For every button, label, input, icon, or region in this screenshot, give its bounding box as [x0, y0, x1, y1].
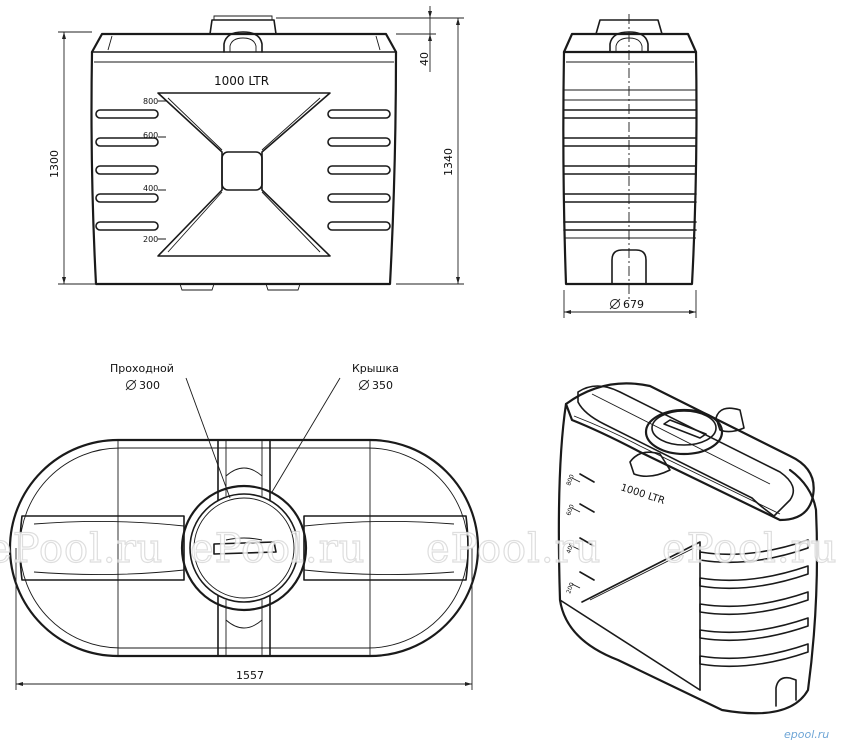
- dim-40: 40: [396, 6, 436, 72]
- iso-capacity-label: 1000 LTR: [619, 482, 666, 507]
- passage-label: Проходной: [110, 362, 174, 375]
- front-scale-600: 600: [143, 131, 158, 140]
- iso-scale-200: 200: [565, 581, 576, 594]
- watermark-3: ePool.ru: [426, 526, 602, 572]
- dim-lid-label: 40: [418, 52, 431, 66]
- lid-diameter-label: 350: [372, 379, 393, 392]
- dim-height-total-label: 1340: [442, 148, 455, 176]
- front-scale-800: 800: [143, 97, 158, 106]
- side-ribs: [563, 89, 697, 239]
- dim-height-label: 1300: [48, 150, 61, 178]
- front-view: 800 600 400 200 1000 LTR 1300 1340 40: [48, 6, 464, 291]
- watermarks: ePool.ru ePool.ru ePool.ru ePool.ru: [0, 525, 838, 572]
- dim-1557: 1557: [15, 548, 473, 690]
- passage-diameter-label: 300: [139, 379, 160, 392]
- watermark-2: ePool.ru: [190, 526, 366, 572]
- iso-view: 800 600 400 200 1000 LTR: [557, 382, 819, 715]
- dim-1340: 1340: [276, 17, 464, 285]
- iso-scale-800: 800: [565, 473, 576, 486]
- dim-1300: 1300: [48, 31, 96, 285]
- site-brand: epool.ru: [784, 728, 829, 741]
- iso-right-ribs: [699, 539, 809, 668]
- side-diameter-label: 679: [623, 298, 644, 311]
- iso-scale-400: 400: [565, 541, 576, 554]
- front-left-ribs: [95, 109, 159, 231]
- watermark-4: ePool.ru: [662, 526, 838, 572]
- front-scale-400: 400: [143, 184, 158, 193]
- dim-679: 679: [563, 290, 697, 318]
- watermark-1: ePool.ru: [0, 526, 164, 572]
- top-view: Проходной 300 Крышка 350 1557: [8, 362, 480, 690]
- front-capacity-label: 1000 LTR: [214, 74, 269, 88]
- iso-scale-600: 600: [565, 503, 576, 516]
- top-length-label: 1557: [236, 669, 264, 682]
- front-right-ribs: [327, 109, 391, 231]
- lid-label: Крышка: [352, 362, 399, 375]
- side-view: 679: [562, 14, 698, 318]
- front-scale-200: 200: [143, 235, 158, 244]
